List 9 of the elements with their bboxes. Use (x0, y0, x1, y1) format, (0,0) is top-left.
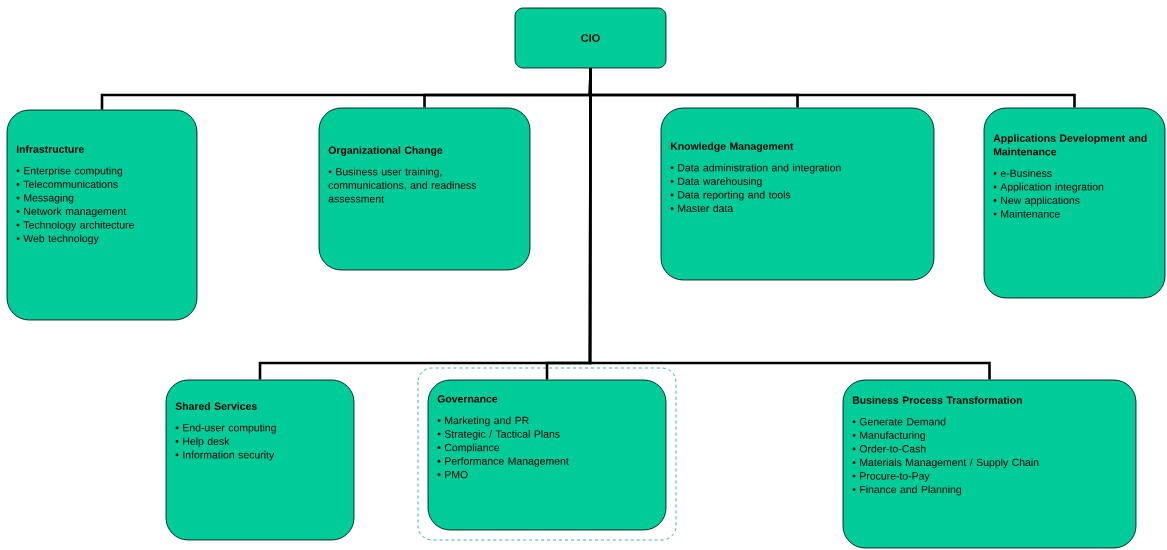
org-box: Governance • Marketing and PR • Strategic / Tactical Plans • Compliance • Performance Management • PMO (427, 379, 667, 531)
connector-line (588, 68, 991, 380)
org-box: Shared Services • End-user computing • Help desk • Information security (165, 379, 355, 541)
org-box: Infrastructure • Enterprise computing • Telecommunications • Messaging • Network management • Technology architecture • Web technology (6, 109, 198, 321)
org-box: Business Process Transformation • Generate Demand • Manufacturing • Order-to-Cash • Materials Management / Supply Chain • Procure-to-Pay • Finance and Planning (842, 379, 1137, 549)
org-box: Applications Development and Maintenance • e-Business • Application integration • New applications • Maintenance (983, 107, 1166, 299)
org-box: Knowledge Management • Data administration and integration • Data warehousing • Data reporting and tools • Master data (660, 107, 935, 281)
org-box: Organizational Change • Business user training, communications, and readiness assessment (318, 107, 531, 271)
org-box: CIO (514, 7, 667, 69)
